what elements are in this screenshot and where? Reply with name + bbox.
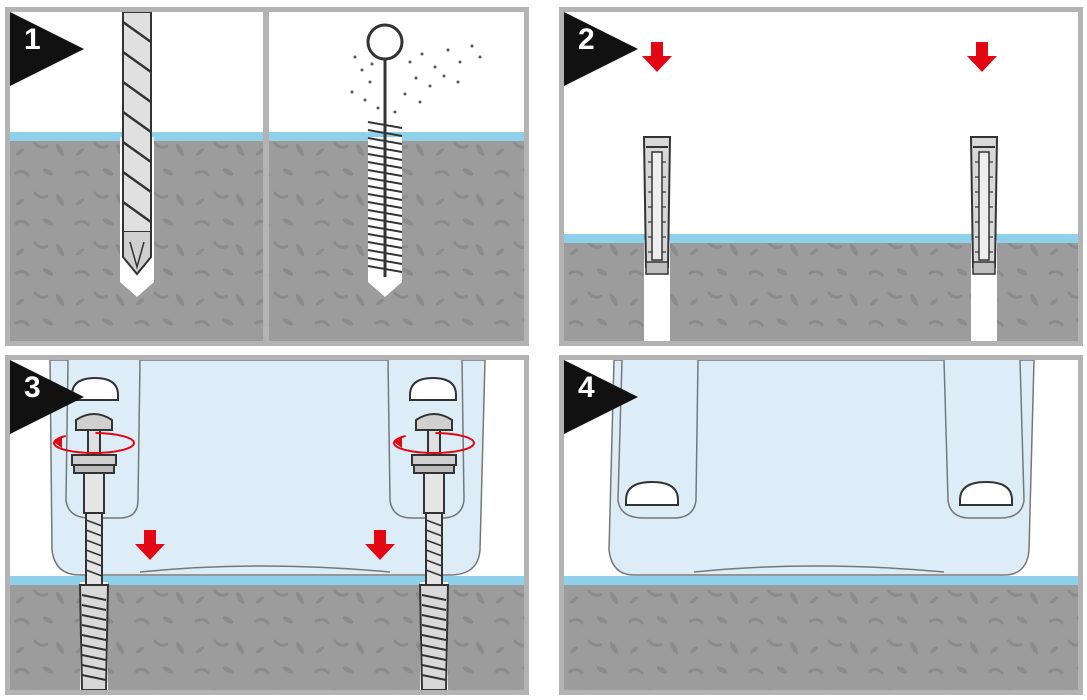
step-3-illustration	[10, 360, 524, 690]
seat-fixing-hole	[625, 480, 679, 506]
tile-surface	[10, 576, 524, 585]
step-2-panel: 2	[559, 7, 1083, 346]
step-number: 2	[578, 23, 595, 56]
red-down-arrow-icon	[967, 42, 997, 72]
step-badge-icon	[564, 12, 638, 86]
step-2-illustration	[564, 12, 1078, 341]
cleaning-brush-icon	[366, 23, 404, 277]
red-down-arrow-icon	[135, 530, 165, 560]
red-rotation-arrow-icon	[393, 432, 475, 454]
step-badge-icon	[10, 12, 84, 86]
red-rotation-arrow-icon	[53, 432, 135, 454]
step-4-panel: 4	[559, 355, 1083, 695]
step-number: 3	[24, 371, 41, 404]
step-number: 1	[24, 23, 41, 56]
step-1-panel: 1	[5, 7, 529, 346]
wall-plug-icon	[642, 136, 672, 275]
seat-fixing-hole	[409, 376, 457, 401]
step-3-panel: 3	[5, 355, 529, 695]
seat-fixing-hole	[959, 480, 1013, 506]
wall-plug-icon	[969, 136, 999, 275]
step-number: 4	[578, 371, 595, 404]
red-down-arrow-icon	[365, 530, 395, 560]
sub-panel-divider	[263, 12, 269, 341]
toilet-seat-base	[608, 360, 1035, 576]
screw-assembly-icon	[411, 413, 457, 690]
seat-fixing-hole	[71, 376, 119, 401]
step-4-illustration	[564, 360, 1078, 690]
step-1-illustration	[10, 12, 524, 341]
red-down-arrow-icon	[642, 42, 672, 72]
toilet-seat-base	[49, 360, 486, 576]
step-badge-icon	[10, 360, 84, 434]
dust-particles	[350, 44, 482, 114]
tile-surface	[564, 234, 1078, 243]
screw-assembly-icon	[71, 413, 117, 690]
drill-bit-icon	[122, 12, 152, 276]
tile-surface	[564, 576, 1078, 585]
step-badge-icon	[564, 360, 638, 434]
